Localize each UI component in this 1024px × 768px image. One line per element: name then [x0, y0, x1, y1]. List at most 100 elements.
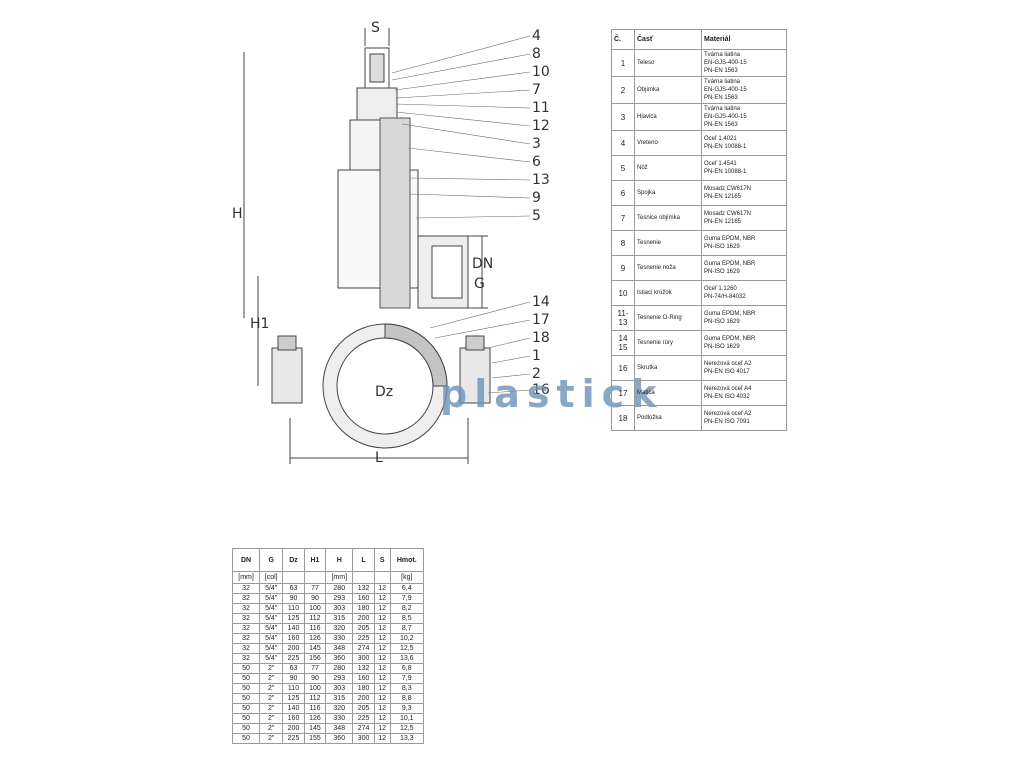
dims-cell: 50: [231, 703, 261, 714]
dims-cell: 132: [352, 583, 375, 594]
dims-cell: 12: [373, 623, 391, 634]
dims-cell: 77: [303, 663, 327, 674]
dim-s-label: S: [371, 20, 380, 36]
dims-cell: 12,5: [389, 723, 425, 734]
callout-3: 3: [532, 136, 541, 152]
dims-cell: 330: [325, 713, 354, 724]
dims-unit: [282, 571, 305, 584]
part-name: Podložka: [634, 405, 702, 431]
dim-h-label: H: [232, 206, 243, 222]
part-number: 2: [611, 76, 635, 104]
part-name: Vreteno: [634, 130, 702, 156]
dims-cell: 100: [303, 603, 327, 614]
dim-l-label: L: [375, 450, 383, 466]
callout-11: 11: [532, 100, 550, 116]
dims-cell: 6,8: [389, 663, 425, 674]
callout-16: 16: [532, 382, 550, 398]
dims-cell: 132: [352, 663, 375, 674]
part-name: Tesnenie O-Ring: [634, 305, 702, 331]
dims-cell: 225: [352, 633, 375, 644]
dims-cell: 360: [325, 733, 354, 744]
dims-cell: 7,9: [389, 673, 425, 684]
dims-col-header: Dz: [282, 548, 305, 572]
part-name: Teleso: [634, 49, 702, 77]
dims-cell: 116: [303, 623, 327, 634]
dims-cell: 125: [282, 613, 305, 624]
part-number: 4: [611, 130, 635, 156]
dims-cell: 50: [231, 723, 261, 734]
callout-6: 6: [532, 154, 541, 170]
dims-cell: 10,1: [389, 713, 425, 724]
dims-cell: 32: [231, 633, 261, 644]
dims-cell: 12: [373, 693, 391, 704]
dims-cell: 140: [282, 623, 305, 634]
dims-cell: 125: [282, 693, 305, 704]
dims-cell: 12: [373, 673, 391, 684]
dims-col-header: H: [325, 548, 354, 572]
dims-cell: 2": [259, 713, 284, 724]
dims-cell: 300: [352, 733, 375, 744]
part-number: 18: [611, 405, 635, 431]
dims-col-header: Hmot.: [389, 548, 425, 572]
dims-cell: 8,8: [389, 693, 425, 704]
dims-cell: 160: [282, 633, 305, 644]
dims-cell: 32: [231, 593, 261, 604]
dims-cell: 12: [373, 613, 391, 624]
dims-unit: [303, 571, 327, 584]
col-header-material: Materiál: [701, 29, 787, 50]
dims-cell: 320: [325, 623, 354, 634]
dims-cell: 5/4": [259, 603, 284, 614]
dims-cell: 180: [352, 683, 375, 694]
callout-2: 2: [532, 366, 541, 382]
dims-cell: 32: [231, 603, 261, 614]
dims-cell: 205: [352, 703, 375, 714]
dims-cell: 200: [282, 723, 305, 734]
part-number: 14 15: [611, 330, 635, 356]
dim-dz-label: Dz: [375, 384, 393, 400]
part-name: Tesnenie rúry: [634, 330, 702, 356]
dims-cell: 360: [325, 653, 354, 664]
dims-cell: 12: [373, 663, 391, 674]
callout-4: 4: [532, 28, 541, 44]
dims-cell: 160: [352, 673, 375, 684]
dims-cell: 50: [231, 693, 261, 704]
callout-18: 18: [532, 330, 550, 346]
dim-dn-label: DN: [472, 256, 493, 272]
dims-cell: 90: [282, 593, 305, 604]
part-name: Tesnenie noža: [634, 255, 702, 281]
dims-cell: 5/4": [259, 653, 284, 664]
dims-cell: 5/4": [259, 593, 284, 604]
dims-unit: [mm]: [231, 571, 261, 584]
part-name: Matica: [634, 380, 702, 406]
dims-cell: 5/4": [259, 633, 284, 644]
dims-cell: 116: [303, 703, 327, 714]
dim-h1-label: H1: [250, 316, 269, 332]
dims-units-row: [mm][col][mm][kg]: [231, 571, 425, 584]
dims-cell: 280: [325, 663, 354, 674]
dims-cell: 2": [259, 733, 284, 744]
dims-cell: 5/4": [259, 623, 284, 634]
part-number: 5: [611, 155, 635, 181]
dims-cell: 50: [231, 663, 261, 674]
dims-cell: 100: [303, 683, 327, 694]
dims-cell: 12: [373, 713, 391, 724]
